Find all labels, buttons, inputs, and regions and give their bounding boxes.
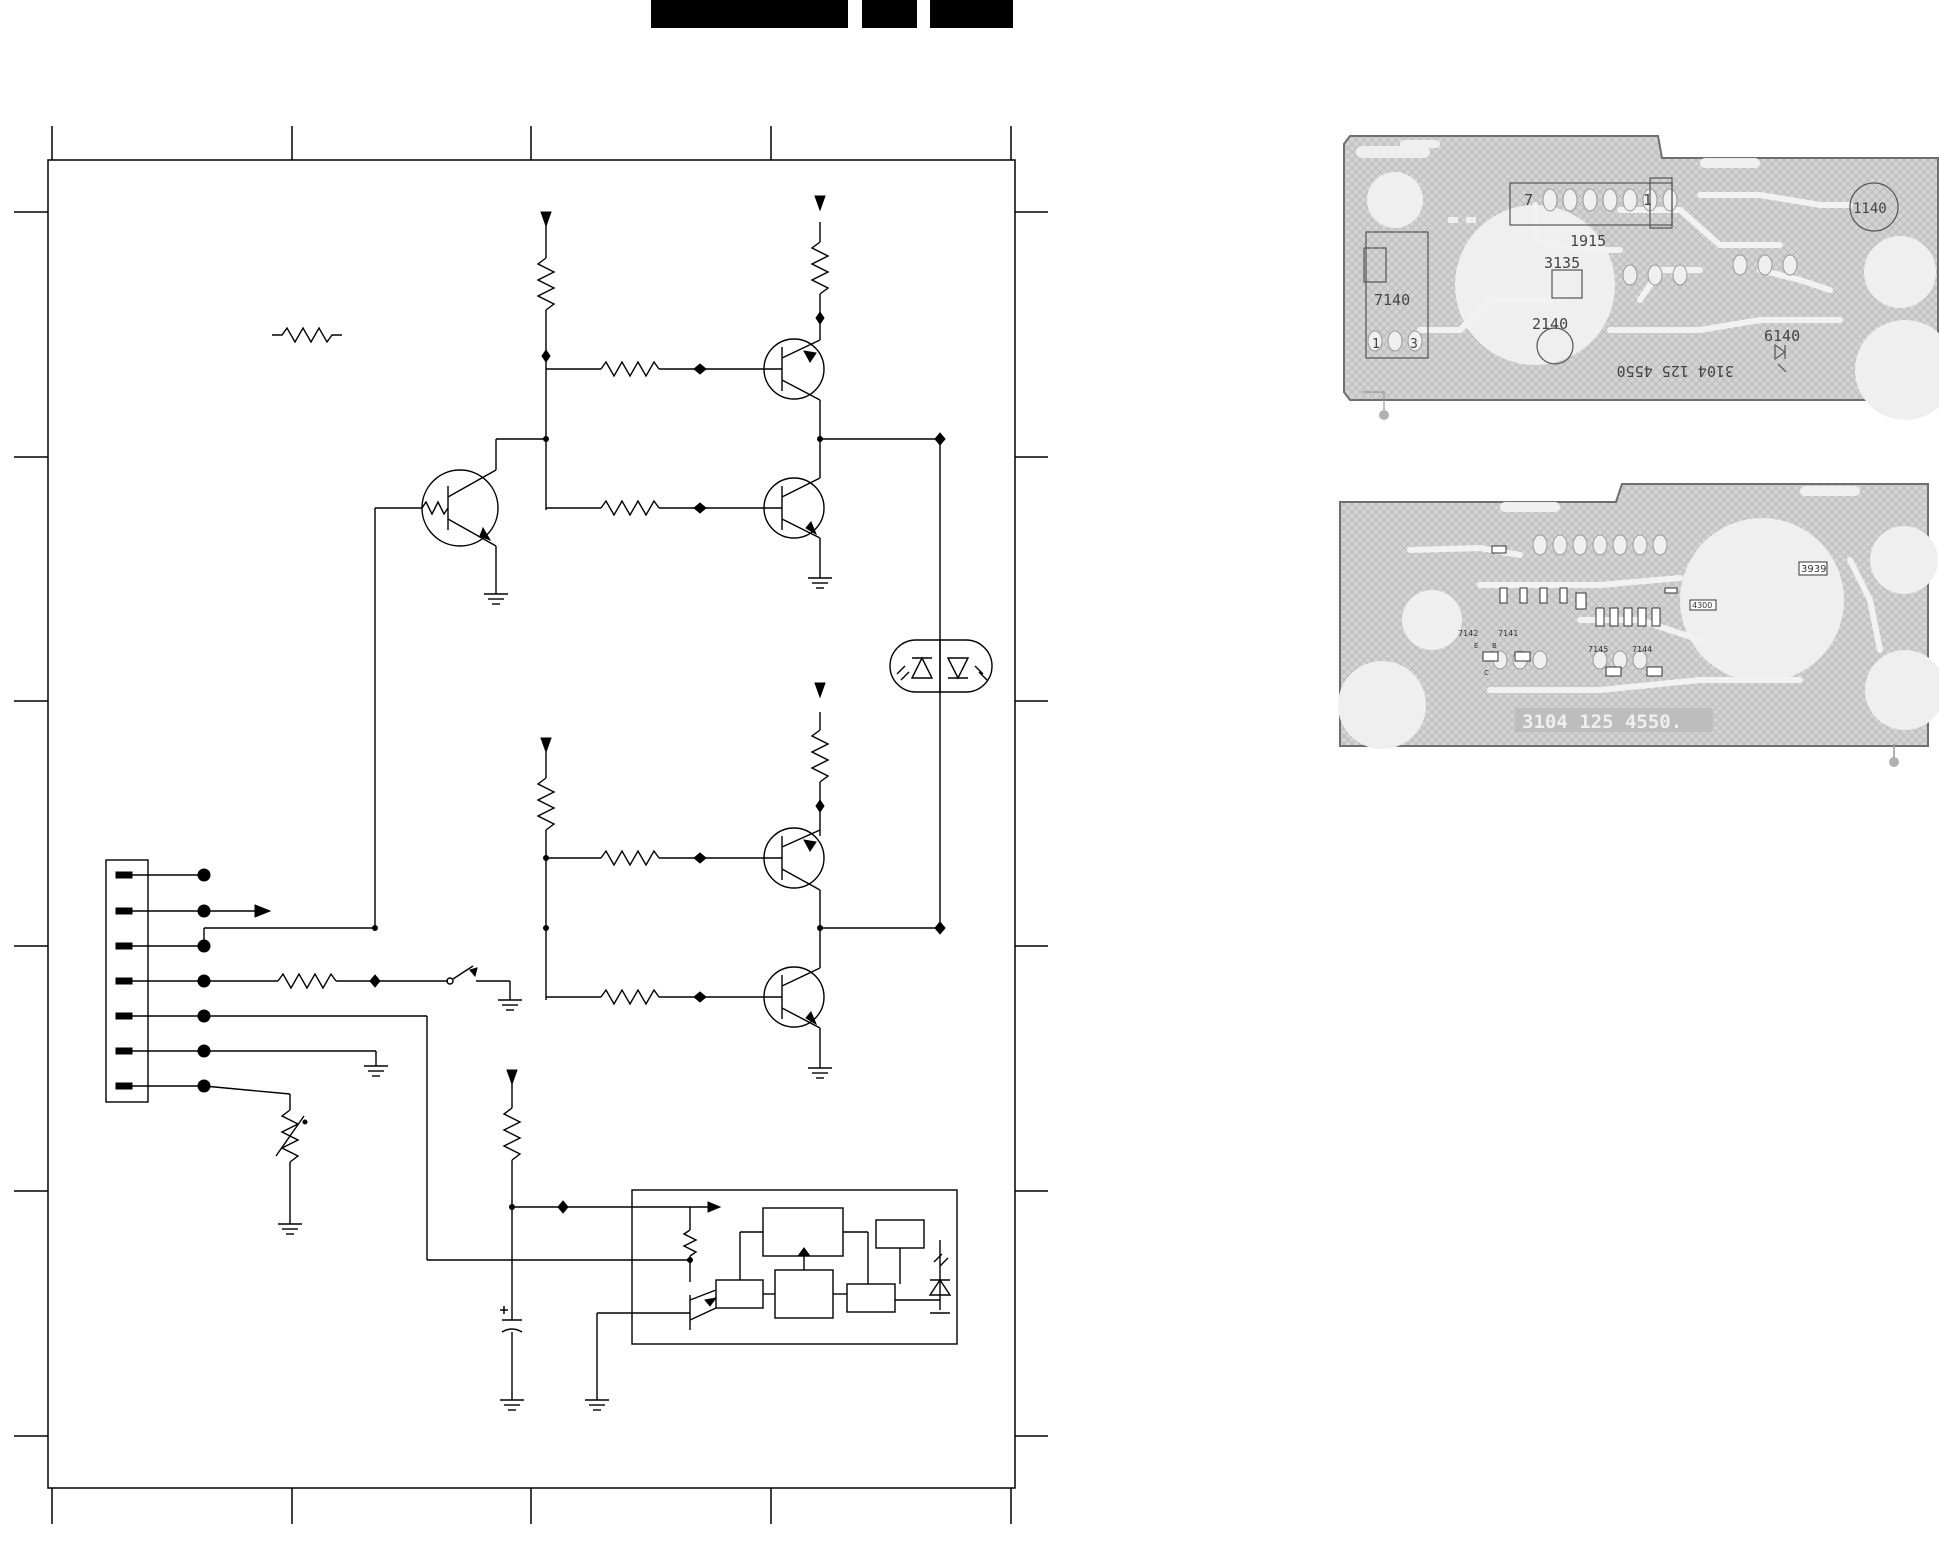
pcb-bottom-ref-7142: 7142 [1458, 629, 1478, 638]
pcb-top-ic-pin-1: 1 [1372, 337, 1380, 352]
pcb-bottom-ref-7144: 7144 [1632, 645, 1652, 654]
pcb-bottom-view: 3939 4300 7142 7141 7145 7144 E B C 3104… [1338, 483, 1939, 767]
legend-resistor [272, 326, 342, 344]
schematic-wiring [105, 222, 993, 1411]
pcb-bottom-label-band [1515, 708, 1713, 732]
pcb-bottom-ref-7141: 7141 [1498, 629, 1518, 638]
pcb-top-ref-2140: 2140 [1532, 315, 1568, 333]
pcb-bottom-pin-b: B [1492, 642, 1497, 650]
pcb-bottom-ref-7145: 7145 [1588, 645, 1608, 654]
resistor-3135-outline [1551, 269, 1583, 299]
pcb-bottom-pin-e: E [1474, 642, 1478, 650]
schematic-frame [14, 126, 1048, 1524]
sensor-1140-outline [1849, 182, 1899, 232]
pcb-bottom-ref-3939: 3939 [1801, 564, 1826, 575]
pcb-top-pin-7: 7 [1524, 191, 1533, 209]
pcb-top-ref-3135: 3135 [1544, 254, 1580, 272]
pcb-top-ref-1915: 1915 [1570, 232, 1606, 250]
pcb-top-board-number: 3104 125 4550 [1617, 362, 1734, 380]
schematic-markers [115, 195, 946, 1314]
capacitor-2140-outline [1536, 327, 1574, 365]
pcb-top-ic-pin-3: 3 [1410, 337, 1418, 352]
pcb-top-view: 7 1 1915 3135 7140 1 3 2140 6140 1140 31… [1343, 135, 1939, 420]
pcb-bottom-ref-4300: 4300 [1692, 601, 1712, 610]
part-3939-outline [1798, 561, 1828, 576]
pcb-top-ref-6140: 6140 [1764, 327, 1800, 345]
part-4300-outline [1689, 599, 1717, 611]
pcb-bottom-pin-c: C [1484, 669, 1489, 677]
pcb-top-ref-7140: 7140 [1374, 291, 1410, 309]
pcb-top-pin-1: 1 [1643, 191, 1652, 209]
ic-7140-outline [1365, 231, 1429, 359]
header-bars [651, 0, 1013, 28]
pcb-bottom-board-number: 3104 125 4550. [1522, 711, 1682, 733]
pcb-top-outline [1343, 135, 1939, 401]
pcb-top-ref-1140: 1140 [1853, 201, 1887, 217]
